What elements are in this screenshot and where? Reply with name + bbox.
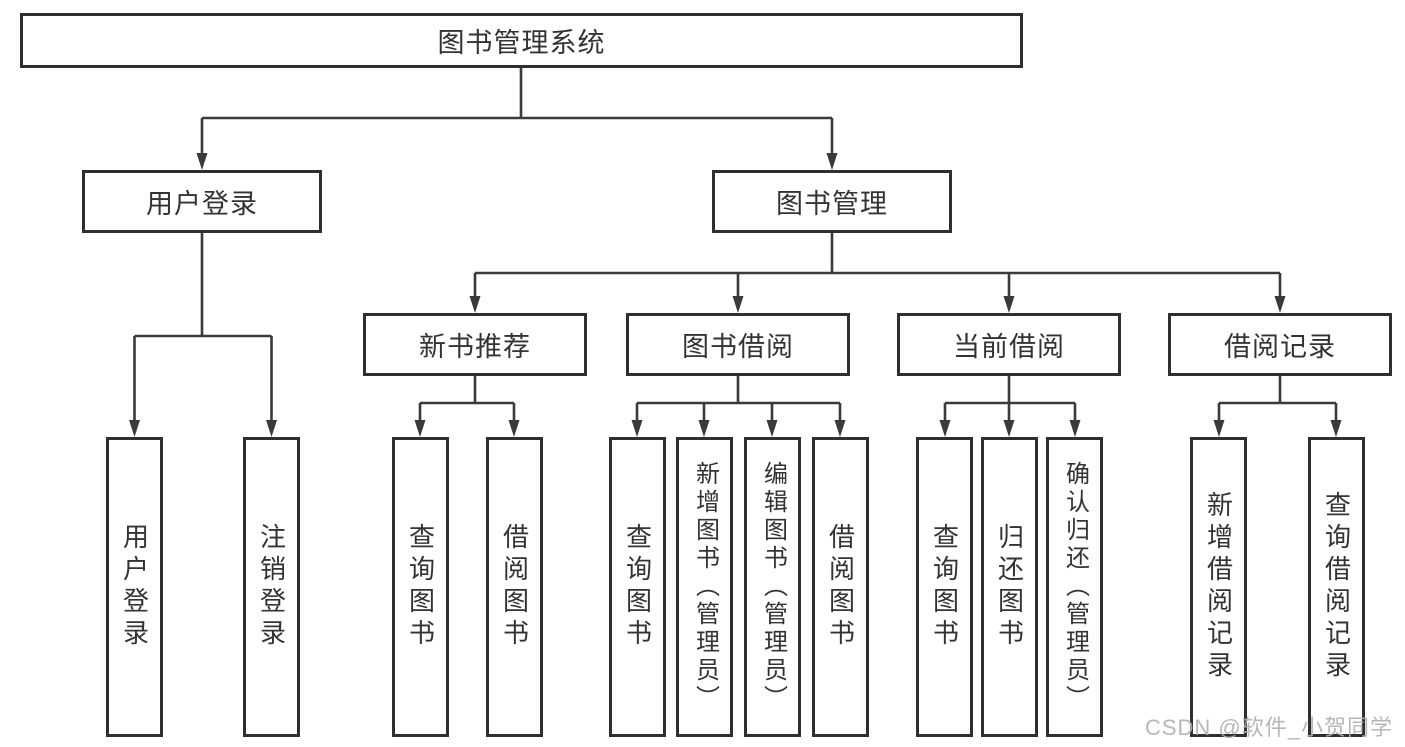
node-current-return-books: 归还图书: [981, 437, 1038, 737]
node-records-query-record-label: 查询借阅记录: [1321, 491, 1352, 683]
node-current-confirm-return-label: 确认归还（管理员）: [1061, 461, 1089, 713]
node-borrowing-borrow-books: 借阅图书: [812, 437, 869, 737]
node-user-login-leaf: 用户登录: [106, 437, 163, 737]
node-current-query-books: 查询图书: [916, 437, 973, 737]
node-new-book-recommend: 新书推荐: [363, 313, 587, 376]
node-current-query-books-label: 查询图书: [929, 523, 960, 651]
node-borrowing-edit-books-label: 编辑图书（管理员）: [759, 461, 787, 713]
node-records-add-record-label: 新增借阅记录: [1203, 491, 1234, 683]
node-user-login: 用户登录: [82, 170, 322, 233]
node-root-label: 图书管理系统: [437, 28, 606, 58]
node-borrow-records: 借阅记录: [1168, 313, 1392, 376]
node-new-book-recommend-label: 新书推荐: [419, 332, 531, 362]
node-recommend-borrow-books-label: 借阅图书: [499, 523, 530, 651]
node-logout-leaf-label: 注销登录: [256, 523, 287, 651]
node-book-borrowing: 图书借阅: [626, 313, 850, 376]
node-recommend-borrow-books: 借阅图书: [486, 437, 543, 737]
node-root: 图书管理系统: [20, 13, 1023, 68]
node-current-return-books-label: 归还图书: [994, 523, 1025, 651]
node-user-login-label: 用户登录: [146, 189, 258, 219]
node-book-borrowing-label: 图书借阅: [682, 332, 794, 362]
node-borrowing-borrow-books-label: 借阅图书: [825, 523, 856, 651]
node-borrowing-query-books-label: 查询图书: [622, 523, 653, 651]
node-recommend-query-books: 查询图书: [392, 437, 449, 737]
node-records-query-record: 查询借阅记录: [1308, 437, 1365, 737]
node-records-add-record: 新增借阅记录: [1190, 437, 1247, 737]
node-borrowing-query-books: 查询图书: [609, 437, 666, 737]
node-borrowing-edit-books: 编辑图书（管理员）: [744, 437, 801, 737]
node-borrowing-add-books: 新增图书（管理员）: [676, 437, 733, 737]
node-borrowing-add-books-label: 新增图书（管理员）: [691, 461, 719, 713]
node-book-management-label: 图书管理: [776, 189, 888, 219]
node-recommend-query-books-label: 查询图书: [405, 523, 436, 651]
node-current-confirm-return: 确认归还（管理员）: [1046, 437, 1103, 737]
node-book-management: 图书管理: [712, 170, 952, 233]
csdn-watermark: CSDN @软件_小贺同学: [1144, 715, 1393, 740]
node-current-borrowing: 当前借阅: [897, 313, 1121, 376]
node-current-borrowing-label: 当前借阅: [953, 332, 1065, 362]
node-borrow-records-label: 借阅记录: [1224, 332, 1336, 362]
node-logout-leaf: 注销登录: [243, 437, 300, 737]
node-user-login-leaf-label: 用户登录: [119, 523, 150, 651]
